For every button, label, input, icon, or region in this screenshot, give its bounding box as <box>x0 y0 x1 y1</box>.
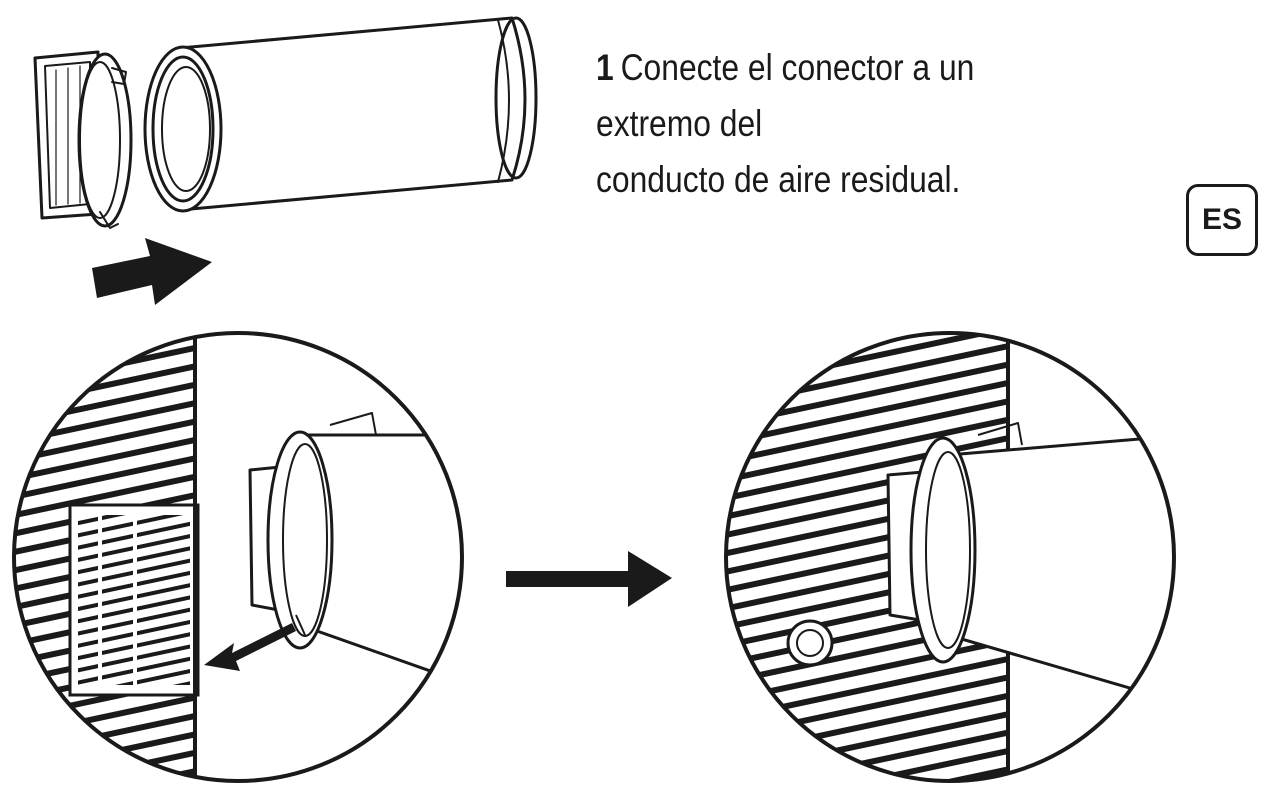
detach-arrow-icon <box>204 623 296 671</box>
step-number: 1 <box>596 47 614 88</box>
step-text-line-1: Conecte el conector a un extremo del <box>596 47 975 144</box>
step-text-line-2: conducto de aire residual. <box>596 159 961 200</box>
push-arrow-icon <box>92 238 212 305</box>
language-badge: ES <box>1186 184 1258 256</box>
hose-front-rim <box>143 45 223 213</box>
zoom-circle-after <box>724 331 1176 783</box>
zoom-circle-before <box>12 331 464 783</box>
transition-arrow-icon <box>506 551 672 607</box>
connector-hose-illustration <box>33 16 538 305</box>
hose-body <box>178 16 527 212</box>
